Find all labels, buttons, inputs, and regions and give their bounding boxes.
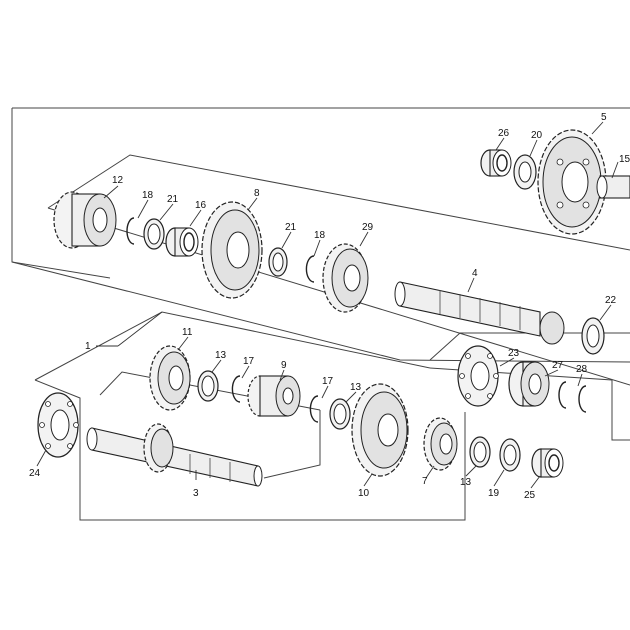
washer-22	[581, 317, 605, 355]
callout-22: 22	[605, 295, 617, 306]
callout-4: 4	[472, 268, 478, 279]
circlips-28	[558, 381, 587, 413]
callout-13-middle: 13	[350, 382, 362, 393]
gear-8	[201, 201, 263, 299]
callout-labels: 1 3 4 5 7 8 9 10 11 12 13 13 13 15 16 17…	[29, 112, 630, 501]
seal-27	[508, 361, 550, 407]
washer-13-right	[469, 436, 491, 468]
callout-29: 29	[362, 222, 374, 233]
bearing-24	[37, 392, 79, 458]
callout-21-left: 21	[167, 194, 179, 205]
needle-bearing-25	[531, 448, 564, 478]
callout-13-left: 13	[215, 350, 227, 361]
gear-7	[423, 417, 458, 471]
washer-21-right	[268, 247, 288, 277]
callout-9: 9	[281, 360, 287, 371]
circlip-18-left	[126, 217, 135, 245]
circlip-17-right	[309, 395, 319, 423]
needle-bearing-26	[480, 149, 512, 177]
callout-1: 1	[85, 341, 91, 352]
gear-10	[351, 383, 409, 477]
callout-10: 10	[358, 488, 370, 499]
washer-13-left	[197, 370, 219, 402]
callout-19: 19	[488, 488, 500, 499]
bushing-16	[165, 227, 199, 257]
callout-18-right: 18	[314, 230, 326, 241]
callout-28: 28	[576, 364, 588, 375]
leader-lines	[36, 121, 619, 489]
washer-20	[513, 154, 537, 190]
gear-9	[247, 375, 301, 417]
callout-8: 8	[254, 188, 260, 199]
bearing-23	[457, 345, 499, 407]
shaft-stub-15	[596, 175, 630, 199]
callout-21-right: 21	[285, 222, 297, 233]
callout-17-right: 17	[322, 376, 334, 387]
callout-24: 24	[29, 468, 41, 479]
washer-19	[499, 438, 521, 472]
callout-12: 12	[112, 175, 124, 186]
callout-20: 20	[531, 130, 543, 141]
callout-11: 11	[182, 327, 193, 338]
callout-17-left: 17	[243, 356, 255, 367]
callout-16: 16	[195, 200, 207, 211]
gear-11	[149, 345, 191, 411]
shaft-3	[86, 423, 263, 487]
callout-27: 27	[552, 360, 564, 371]
gear-29	[322, 243, 369, 313]
gear-5	[537, 129, 607, 235]
callout-5: 5	[601, 112, 607, 123]
washer-21-left	[143, 218, 165, 250]
callout-25: 25	[524, 490, 536, 501]
callout-3: 3	[193, 488, 199, 499]
callout-15: 15	[619, 154, 630, 165]
gear-12	[53, 191, 117, 249]
callout-23: 23	[508, 348, 520, 359]
washer-13-middle	[329, 398, 351, 430]
callout-18-left: 18	[142, 190, 154, 201]
circlip-18-right	[305, 255, 315, 283]
shaft-4	[394, 281, 565, 345]
callout-13-right: 13	[460, 477, 472, 488]
callout-26: 26	[498, 128, 510, 139]
callout-7: 7	[422, 476, 428, 487]
circlip-17-left	[231, 375, 241, 403]
